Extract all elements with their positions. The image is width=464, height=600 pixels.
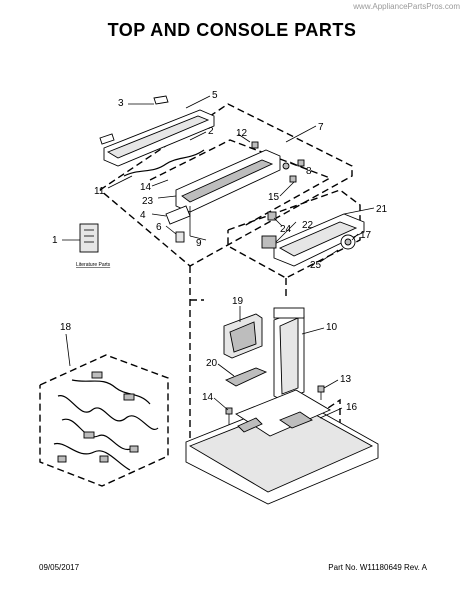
lint-housing-part xyxy=(273,307,305,401)
callout-4: 4 xyxy=(140,210,146,221)
callout-16: 16 xyxy=(346,402,358,413)
callout-12: 12 xyxy=(236,128,248,139)
callout-25: 25 xyxy=(310,260,322,271)
wire-part xyxy=(123,149,205,177)
top-panel-part xyxy=(185,389,379,505)
harness-group-boundary xyxy=(39,354,169,487)
callout-14-upper: 14 xyxy=(140,182,152,193)
callout-10: 10 xyxy=(326,322,338,333)
user-interface-console-part xyxy=(261,213,365,267)
callout-19: 19 xyxy=(232,296,244,307)
top-group-boundary xyxy=(99,103,361,279)
callout-13: 13 xyxy=(340,374,352,385)
callout-7: 7 xyxy=(318,122,324,133)
wire-harness-part xyxy=(53,371,159,471)
callout-20: 20 xyxy=(206,358,218,369)
literature-part xyxy=(79,223,99,253)
console-trim-part xyxy=(99,95,215,167)
callout-labels: 3 5 2 7 12 8 11 14 23 4 6 9 15 24 21 22 … xyxy=(52,90,388,413)
callout-8: 8 xyxy=(306,166,312,177)
watermark: www.AppliancePartsPros.com xyxy=(353,2,460,11)
callout-11: 11 xyxy=(94,186,105,197)
callout-2: 2 xyxy=(208,126,214,137)
screw-part-lower xyxy=(225,407,233,426)
leader-lines xyxy=(62,95,375,419)
footer-part-number: Part No. W11180649 Rev. A xyxy=(328,563,427,572)
callout-15: 15 xyxy=(268,192,280,203)
literature-label: Literature Parts xyxy=(76,262,111,268)
callout-23: 23 xyxy=(142,196,154,207)
callout-5: 5 xyxy=(212,90,218,101)
callout-17: 17 xyxy=(360,230,372,241)
callout-6: 6 xyxy=(156,222,162,233)
callout-9: 9 xyxy=(196,238,202,249)
callout-22: 22 xyxy=(302,220,314,231)
control-module-part xyxy=(223,313,263,359)
screw-part xyxy=(317,385,325,400)
console-panel-part xyxy=(165,149,281,243)
page-title: TOP AND CONSOLE PARTS xyxy=(107,20,357,40)
callout-24: 24 xyxy=(280,224,292,235)
callout-21: 21 xyxy=(376,204,388,215)
callout-1: 1 xyxy=(52,235,58,246)
callout-3: 3 xyxy=(118,98,124,109)
callout-14-lower: 14 xyxy=(202,392,214,403)
fastener-parts xyxy=(251,141,305,221)
callout-18: 18 xyxy=(60,322,72,333)
footer-date: 09/05/2017 xyxy=(39,563,80,572)
module-cover-part xyxy=(224,367,268,387)
